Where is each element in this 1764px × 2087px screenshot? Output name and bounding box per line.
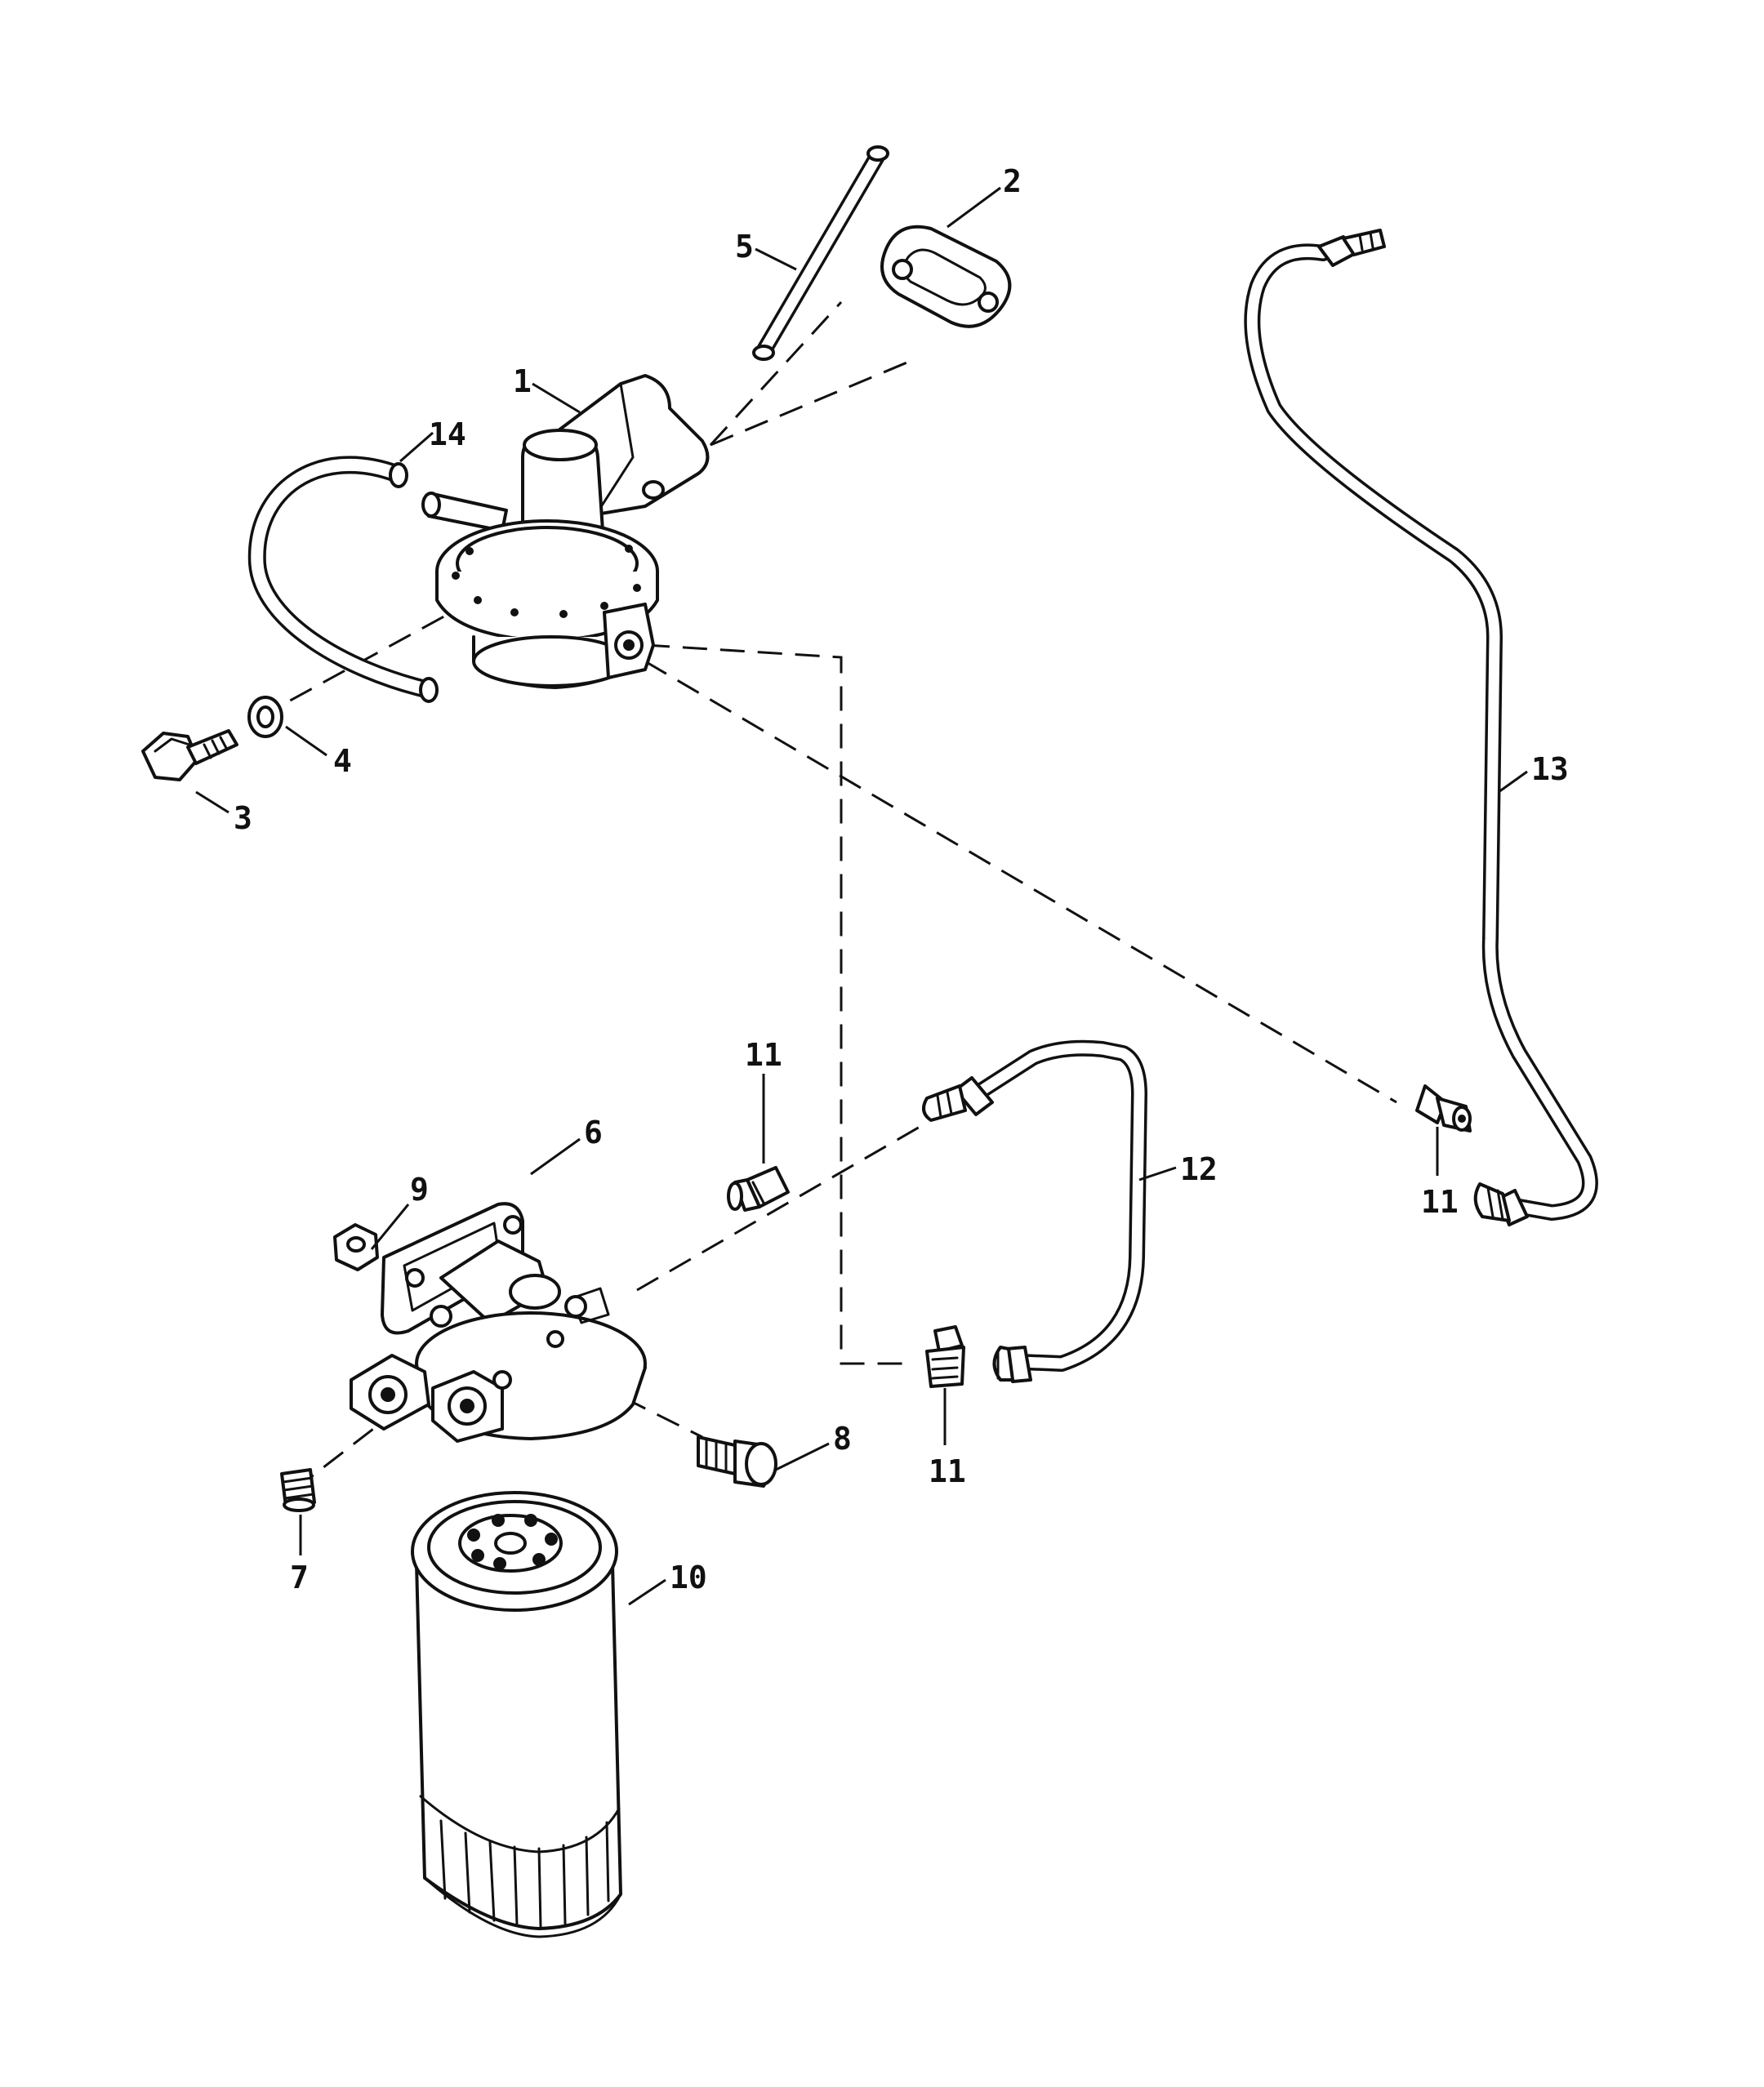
fitting-right: [1415, 1084, 1472, 1132]
callout-12: 12: [1180, 1151, 1218, 1187]
callout-11-lower: 11: [929, 1453, 966, 1489]
fitting-upper: [727, 1166, 790, 1212]
callout-5: 5: [735, 229, 754, 265]
filter-base-bolt: [697, 1435, 777, 1488]
fuel-pump: [421, 374, 710, 689]
callout-8: 8: [833, 1421, 852, 1457]
fuel-line-long: [1244, 229, 1598, 1226]
callout-10: 10: [670, 1560, 707, 1595]
filter-base: [350, 1202, 647, 1443]
callout-3: 3: [234, 800, 252, 836]
callout-11-upper: 11: [745, 1037, 782, 1073]
callout-11-right: 11: [1421, 1184, 1459, 1220]
pump-washer: [247, 696, 283, 738]
callout-14: 14: [429, 416, 466, 452]
callout-2: 2: [1003, 163, 1022, 199]
callout-13: 13: [1531, 751, 1569, 787]
callout-4: 4: [333, 743, 352, 779]
fuel-hose: [247, 456, 439, 703]
filter-base-nut: [333, 1223, 379, 1271]
pump-bolt: [141, 729, 238, 781]
callout-7: 7: [290, 1560, 309, 1595]
vent-tube: [752, 145, 889, 361]
filter-cartridge: [411, 1491, 622, 1938]
leader-lines: [195, 186, 1528, 1606]
callout-1: 1: [513, 363, 532, 399]
callout-6: 6: [584, 1115, 603, 1150]
pump-gasket: [880, 225, 1012, 328]
fuel-line-short: [922, 1039, 1147, 1383]
fitting-lower: [925, 1325, 965, 1388]
callout-9: 9: [410, 1172, 429, 1208]
drain-plug: [280, 1468, 316, 1512]
callout-labels: 1 2 3 4 5 6 7 8 9 10 11 11 11 12 13 14: [234, 163, 1569, 1595]
